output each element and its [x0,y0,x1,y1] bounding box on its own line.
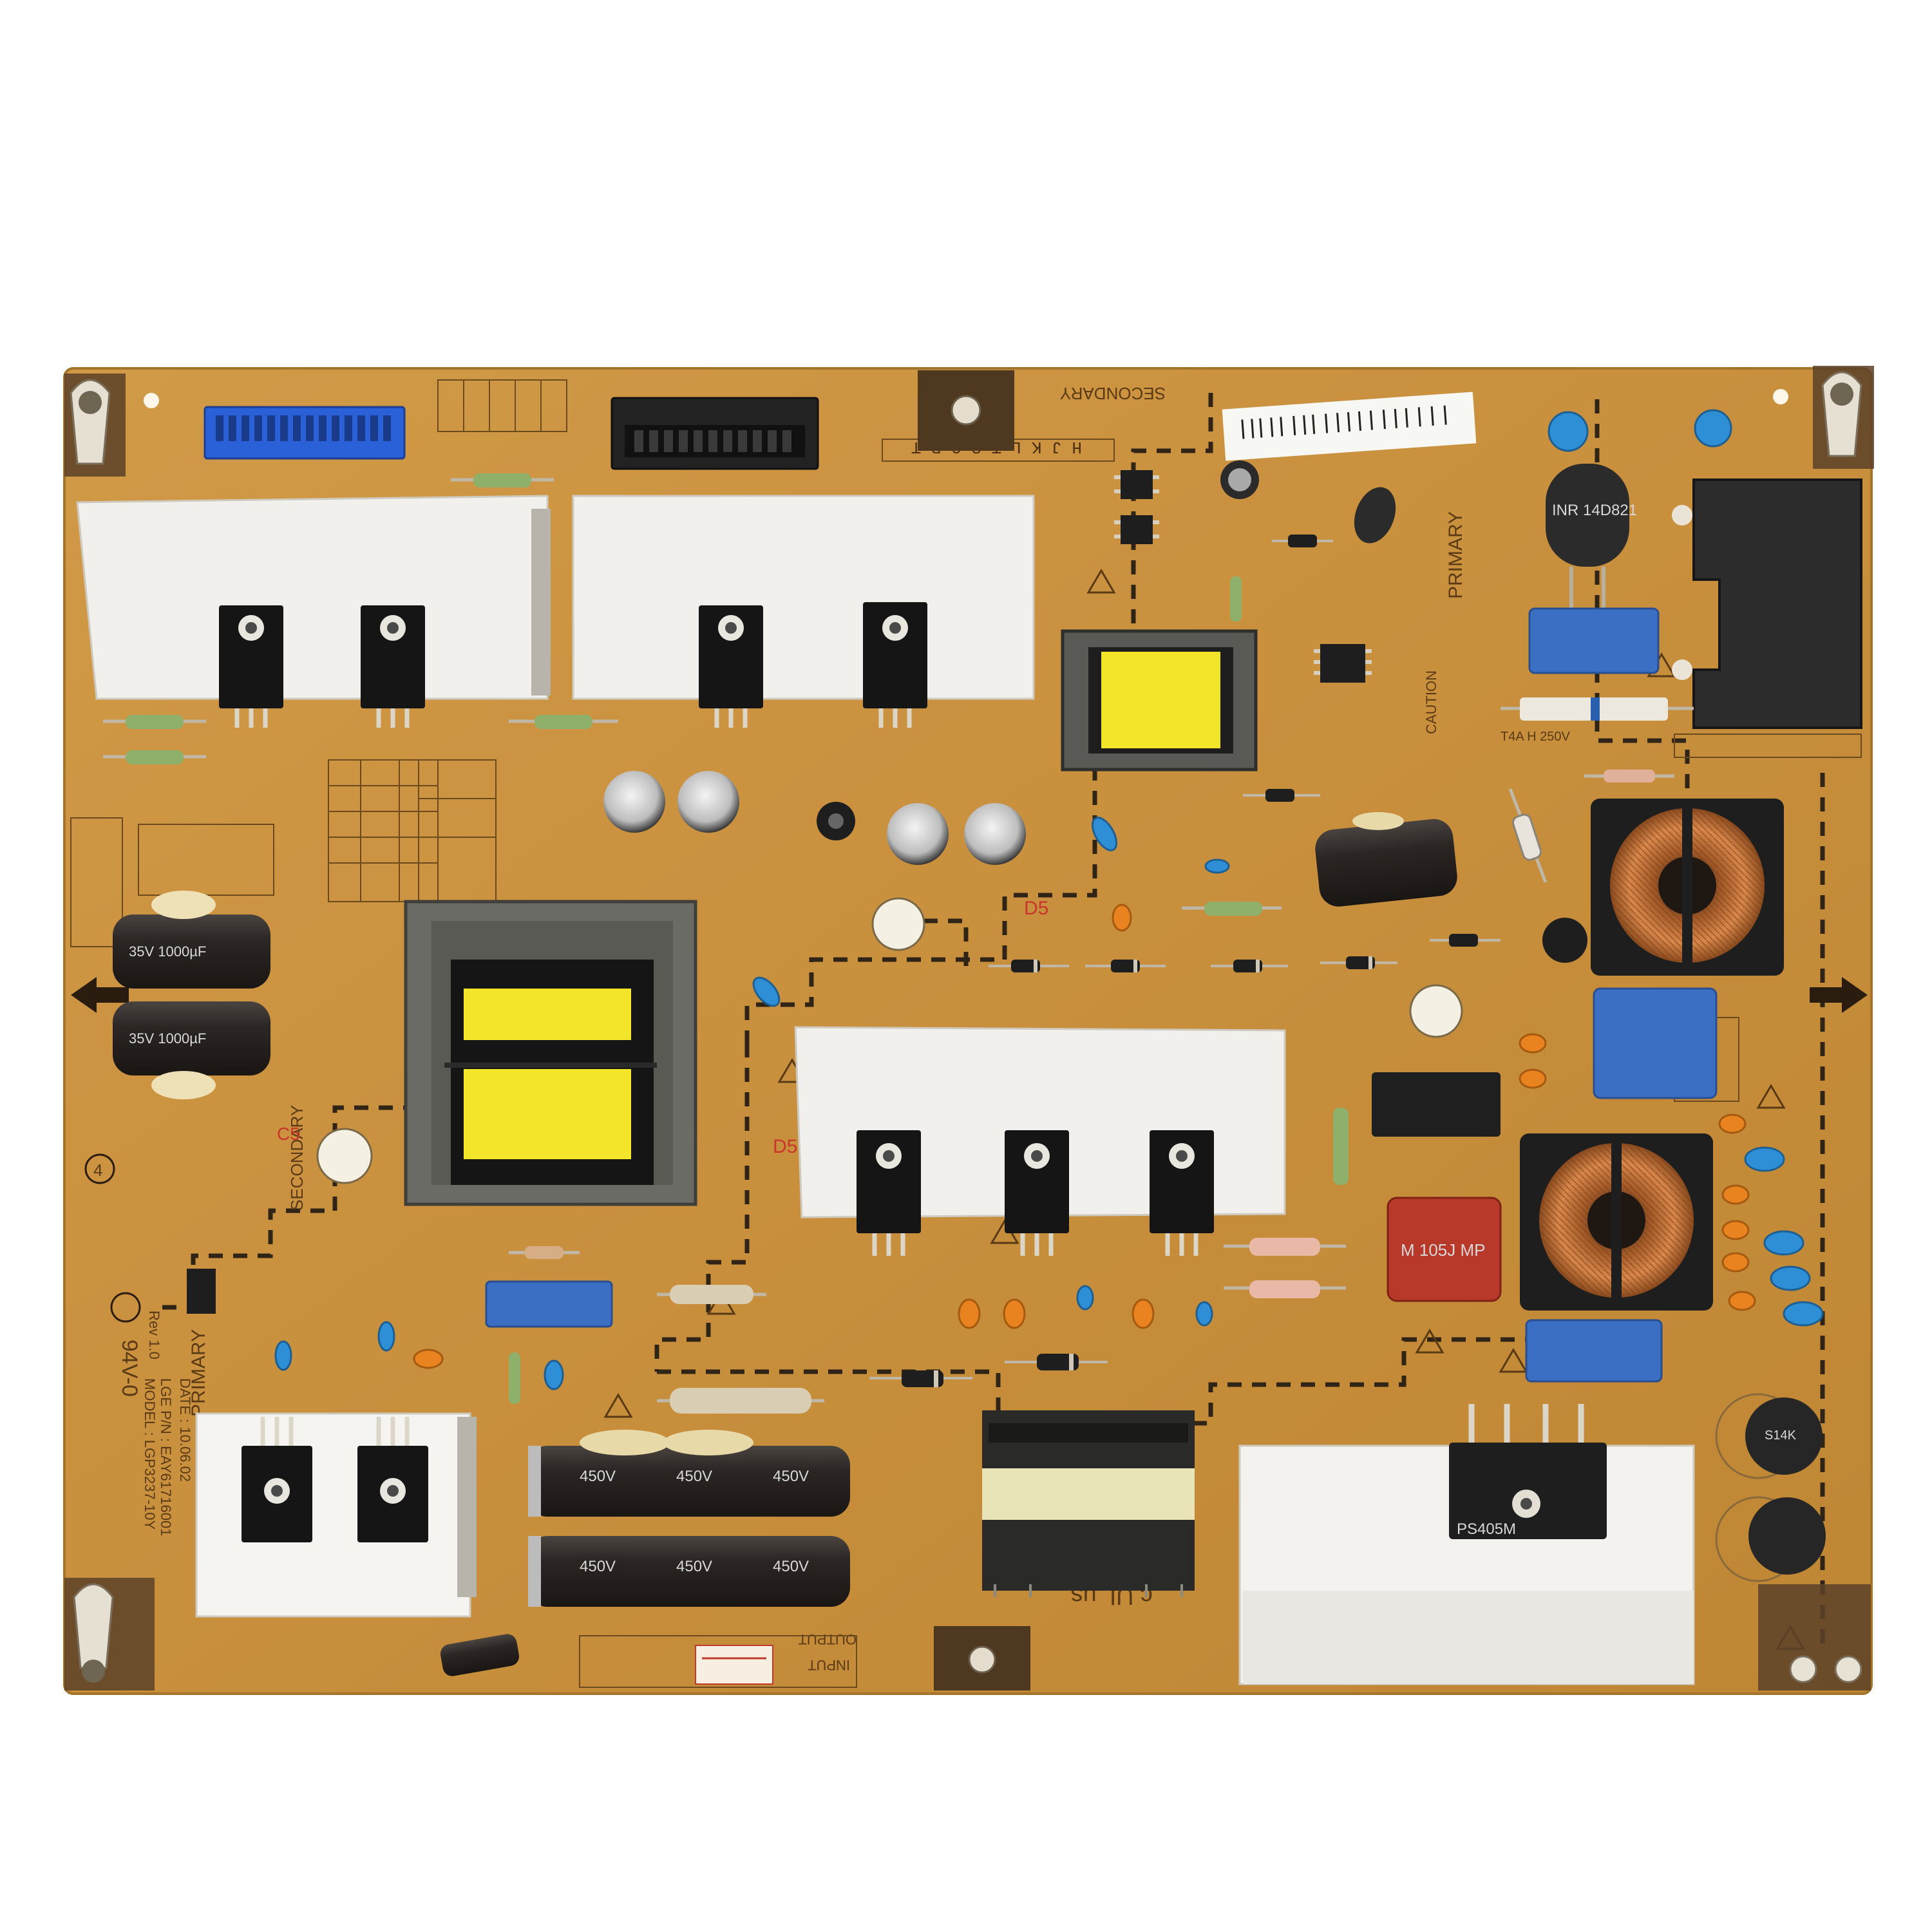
svg-text:D5: D5 [773,1136,797,1157]
transistor-q9 [357,1417,428,1542]
transistor-q8 [242,1417,312,1542]
svg-text:35V 1000µF: 35V 1000µF [129,943,206,960]
svg-text:4: 4 [93,1160,102,1180]
mounting-pad-bottom-center [934,1626,1030,1690]
bottom-transformer [982,1410,1195,1597]
small-electrolytic-bottom [440,1634,520,1676]
film-capacitor-red: M 105J MP [1387,1197,1502,1302]
mounting-corner-bottom-left [64,1578,155,1690]
ceramic-capacitors-orange [413,904,1756,1369]
bridge-rectifier-marking: PS405M [1457,1520,1516,1538]
input-terminal-block [1672,478,1862,729]
mounting-corner-top-right [1773,366,1874,469]
ntc-thermistor: INR 14D821 [1546,464,1637,618]
output-label: OUTPUT [799,1631,857,1647]
ceramic-capacitors-blue [274,409,1824,1390]
svg-text:450V: 450V [676,1468,712,1485]
varistor-marking: S14K [1765,1428,1797,1443]
main-transformer [404,900,697,1206]
common-mode-choke-lower [1520,1133,1713,1311]
svg-text:450V: 450V [773,1468,809,1485]
right-arrow-marking [1810,977,1868,1013]
left-arrow-marking [71,977,129,1013]
primary-label-bottom-left: PRIMARY [188,1329,209,1417]
resistors [103,473,1694,1414]
radial-capacitors [316,460,1463,1184]
revision-line: Rev 1.0 [146,1311,162,1359]
input-label: INPUT [808,1657,850,1673]
barcode-sticker [1222,392,1477,461]
black-component-block [1372,1072,1501,1137]
fuse-glass [1508,788,1548,883]
varistors: S14K [1715,1393,1826,1582]
model-line: MODEL : LGP3237-10Y [142,1378,158,1530]
output-capacitors-left: 35V 1000µF 35V 1000µF [113,891,270,1099]
date-line: DATE : 10.06.02 [177,1378,193,1482]
svg-text:450V: 450V [580,1468,616,1485]
svg-text:450V: 450V [580,1558,616,1575]
svg-text:C5: C5 [277,1124,300,1144]
transistor-q7 [1150,1130,1214,1256]
primary-label-top-right: PRIMARY [1445,511,1466,599]
transistor-q2 [361,605,425,728]
svg-text:D5: D5 [1024,898,1048,919]
connector-black-12pin [611,397,819,470]
bulk-capacitor-1: 450V 450V 450V [528,1446,850,1517]
integrated-circuits [187,470,1372,1314]
heatsink-top-left [76,495,551,700]
transistor-q5 [857,1130,921,1256]
fuse-rating-label: T4A H 250V [1501,730,1571,744]
part-number-line: LGE P/N : EAY61716001 [158,1378,174,1536]
transistor-q6 [1005,1130,1069,1256]
diodes [869,535,1501,1387]
connector-blue-14pin [204,406,406,460]
rating-sticker [695,1645,773,1685]
svg-text:35V 1000µF: 35V 1000µF [129,1030,206,1046]
rating-label: 94V-0 [117,1340,142,1397]
aux-transformer [1061,629,1258,772]
bulk-capacitor-2: 450V 450V 450V [528,1536,850,1607]
transistor-q1 [219,605,283,728]
electrolytic-capacitor-center [1315,812,1457,907]
output-capacitor-1: 35V 1000µF [113,914,270,989]
ntc-marking: INR 14D821 [1552,502,1637,519]
output-capacitor-2: 35V 1000µF [113,1001,270,1075]
transistor-q3 [699,605,763,728]
to220-transistors [219,602,1214,1542]
heatsink-top-middle [572,495,1035,700]
transistor-q4 [863,602,927,728]
caution-label: CAUTION [1423,670,1439,734]
secondary-label-top: SECONDARY [1060,384,1166,403]
x-capacitors [485,607,1718,1383]
secondary-label-left: SECONDARY [287,1105,307,1211]
ferrite-inductor [817,802,855,840]
mounting-pad-top-center [918,370,1014,451]
bridge-rectifier: PS405M [1449,1404,1607,1539]
mounting-corner-bottom-right [1758,1584,1871,1690]
to92-transistor [1542,918,1587,963]
film-cap-marking: M 105J MP [1401,1240,1486,1260]
heatsink-bottom-left [195,1412,477,1618]
svg-text:450V: 450V [676,1558,712,1575]
bulk-capacitors: 450V 450V 450V 450V 450V 450V [528,1430,850,1607]
mounting-corners [64,366,1874,1690]
svg-text:450V: 450V [773,1558,809,1575]
mounting-corner-top-left [64,374,159,477]
common-mode-choke-upper [1591,799,1784,976]
